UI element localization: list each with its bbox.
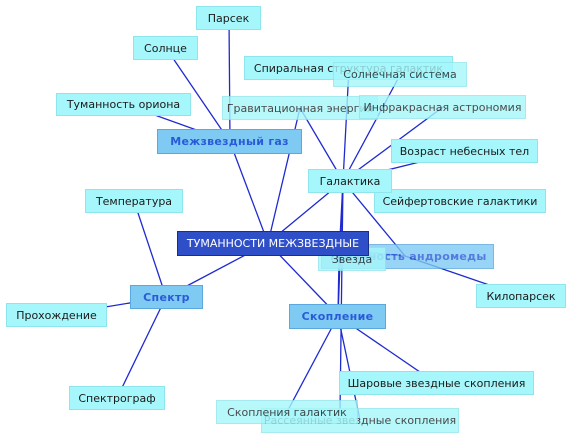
edge-gas-sun	[165, 47, 231, 143]
edge-spectrum-spectrograph	[116, 296, 167, 399]
edge-spectrum-temp	[133, 200, 167, 298]
edge-root-gas	[229, 141, 269, 244]
node-globular[interactable]: Шаровые звездные скопления	[339, 371, 534, 395]
edge-galaxy-solar	[342, 74, 401, 182]
node-galaxy[interactable]: Галактика	[308, 169, 392, 193]
node-kiloparsec[interactable]: Килопарсек	[476, 284, 566, 308]
node-cluster[interactable]: Скопление	[289, 304, 386, 329]
node-root[interactable]: ТУМАННОСТИ МЕЖЗВЕЗДНЫЕ	[177, 231, 369, 256]
node-temperature[interactable]: Температура	[85, 189, 183, 213]
edge-cluster-galclusters	[286, 315, 339, 413]
node-passage[interactable]: Прохождение	[6, 303, 107, 327]
edge-gas-parsec	[228, 17, 231, 143]
node-solar-system[interactable]: Солнечная система	[333, 62, 467, 87]
node-spectrum[interactable]: Спектр	[130, 285, 203, 309]
node-parsec[interactable]: Парсек	[196, 6, 261, 30]
node-spectrograph[interactable]: Спектрограф	[69, 386, 165, 410]
node-grav-energy[interactable]: Гравитационная энергия	[222, 96, 378, 120]
edge-galaxy-andromeda	[342, 180, 406, 257]
node-sun[interactable]: Солнце	[133, 36, 198, 60]
edge-galaxy-grav	[299, 107, 344, 182]
node-infrared[interactable]: Инфракрасная астрономия	[359, 95, 526, 119]
node-galaxy-clusters[interactable]: Скопления галактик	[216, 400, 358, 424]
node-seyfert[interactable]: Сейфертовские галактики	[374, 189, 546, 213]
node-age[interactable]: Возраст небесных тел	[391, 139, 538, 163]
node-interstellar-gas[interactable]: Межзвездный газ	[157, 129, 302, 154]
node-orion[interactable]: Туманность ориона	[56, 93, 191, 116]
